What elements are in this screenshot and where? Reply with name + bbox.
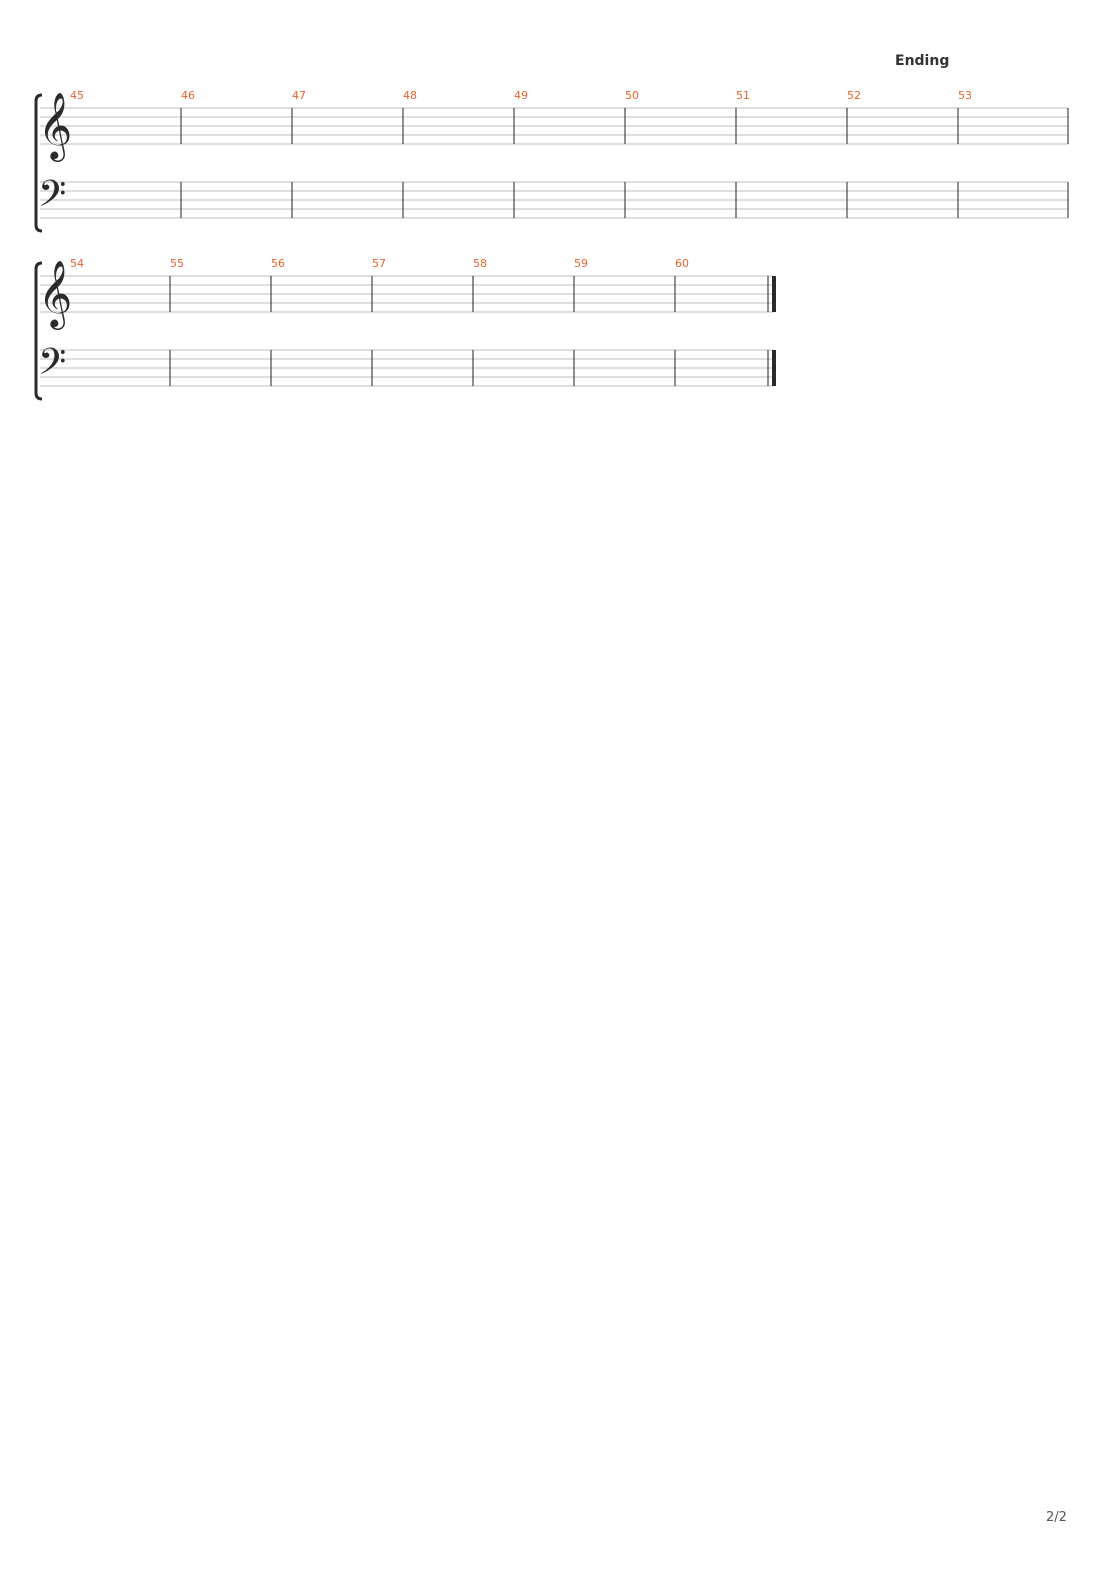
measure-number: 52: [847, 89, 861, 102]
treble-clef-icon: 𝄞: [38, 91, 72, 162]
measure-number: 56: [271, 257, 285, 270]
measure-number: 54: [70, 257, 84, 270]
treble-clef-icon: 𝄞: [38, 259, 72, 330]
measure-number: 59: [574, 257, 588, 270]
measure-number: 57: [372, 257, 386, 270]
section-label: Ending: [895, 53, 950, 69]
measure-number: 45: [70, 89, 84, 102]
measure-number: 58: [473, 257, 487, 270]
bass-clef-icon: 𝄢: [38, 341, 66, 392]
measure-number: 49: [514, 89, 528, 102]
bass-clef-icon: 𝄢: [38, 173, 66, 224]
measure-number: 60: [675, 257, 689, 270]
measure-number: 55: [170, 257, 184, 270]
measure-number: 48: [403, 89, 417, 102]
measure-number: 47: [292, 89, 306, 102]
measure-number: 53: [958, 89, 972, 102]
measure-number: 46: [181, 89, 195, 102]
measure-number: 51: [736, 89, 750, 102]
page-number: 2/2: [1046, 1510, 1067, 1525]
measure-number: 50: [625, 89, 639, 102]
